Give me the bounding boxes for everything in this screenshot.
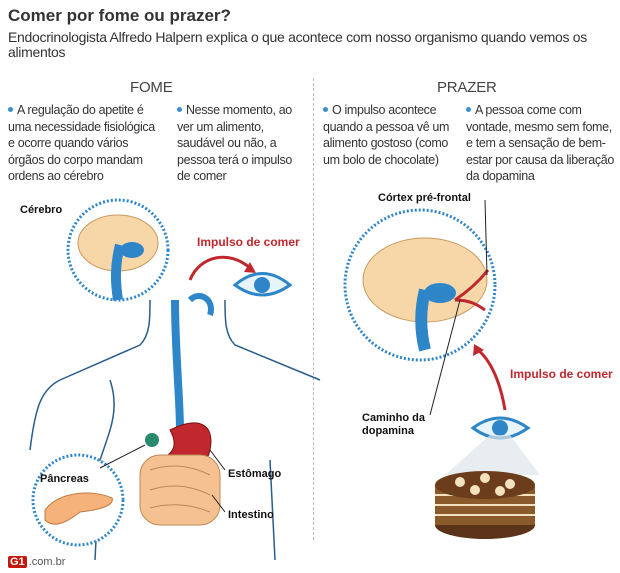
bullet-text: Nesse momento, ao ver um alimento, saudá…	[177, 103, 292, 183]
fome-bullet-2: Nesse momento, ao ver um alimento, saudá…	[177, 102, 305, 185]
bullet-dot-icon	[323, 107, 328, 112]
body-outline	[29, 299, 321, 561]
label-intestine: Intestino	[228, 509, 274, 521]
intestine-icon	[139, 454, 221, 526]
label-dopamine-path-1: Caminho da	[362, 412, 425, 424]
bullet-text: A pessoa come com vontade, mesmo sem fom…	[466, 103, 614, 183]
impulse-arrow-left	[188, 255, 252, 281]
section-divider	[313, 78, 314, 540]
fome-heading: FOME	[130, 79, 173, 96]
eye-icon-left	[232, 272, 293, 297]
fome-bullet-1: A regulação do apetite é uma necessidade…	[8, 102, 158, 185]
prazer-heading: PRAZER	[437, 79, 497, 96]
label-stomach: Estômago	[228, 468, 282, 480]
liver-small-icon	[145, 433, 159, 447]
prazer-bullet-2: A pessoa come com vontade, mesmo sem fom…	[466, 102, 616, 185]
brain-icon-right	[362, 237, 490, 352]
page-subtitle: Endocrinologista Alfredo Halpern explica…	[8, 29, 587, 60]
label-impulse-right: Impulso de comer	[510, 367, 613, 381]
page-title: Comer por fome ou prazer?	[8, 6, 231, 25]
label-cortex: Córtex pré-frontal	[378, 192, 471, 204]
footer-domain: .com.br	[28, 556, 66, 568]
label-dopamine-path-2: dopamina	[362, 425, 414, 437]
impulse-arrow-right	[477, 348, 507, 411]
vision-cone	[445, 435, 540, 475]
bullet-dot-icon	[466, 107, 471, 112]
label-brain: Cérebro	[20, 204, 63, 216]
esophagus	[171, 299, 184, 431]
mouth-icon	[187, 293, 214, 316]
footer: G1.com.br	[8, 556, 65, 568]
bullet-text: A regulação do apetite é uma necessidade…	[8, 103, 155, 183]
pancreas-icon	[44, 492, 113, 525]
bullet-dot-icon	[177, 107, 182, 112]
label-pancreas: Pâncreas	[40, 473, 89, 485]
bullet-text: O impulso acontece quando a pessoa vê um…	[323, 103, 450, 167]
brain-icon	[77, 214, 159, 301]
prazer-bullet-1: O impulso acontece quando a pessoa vê um…	[323, 102, 451, 168]
g1-logo: G1	[8, 556, 27, 568]
label-impulse-left: Impulso de comer	[197, 235, 300, 249]
dopamine-path-arrows	[454, 269, 490, 312]
cake-icon	[435, 471, 535, 539]
bullet-dot-icon	[8, 107, 13, 112]
